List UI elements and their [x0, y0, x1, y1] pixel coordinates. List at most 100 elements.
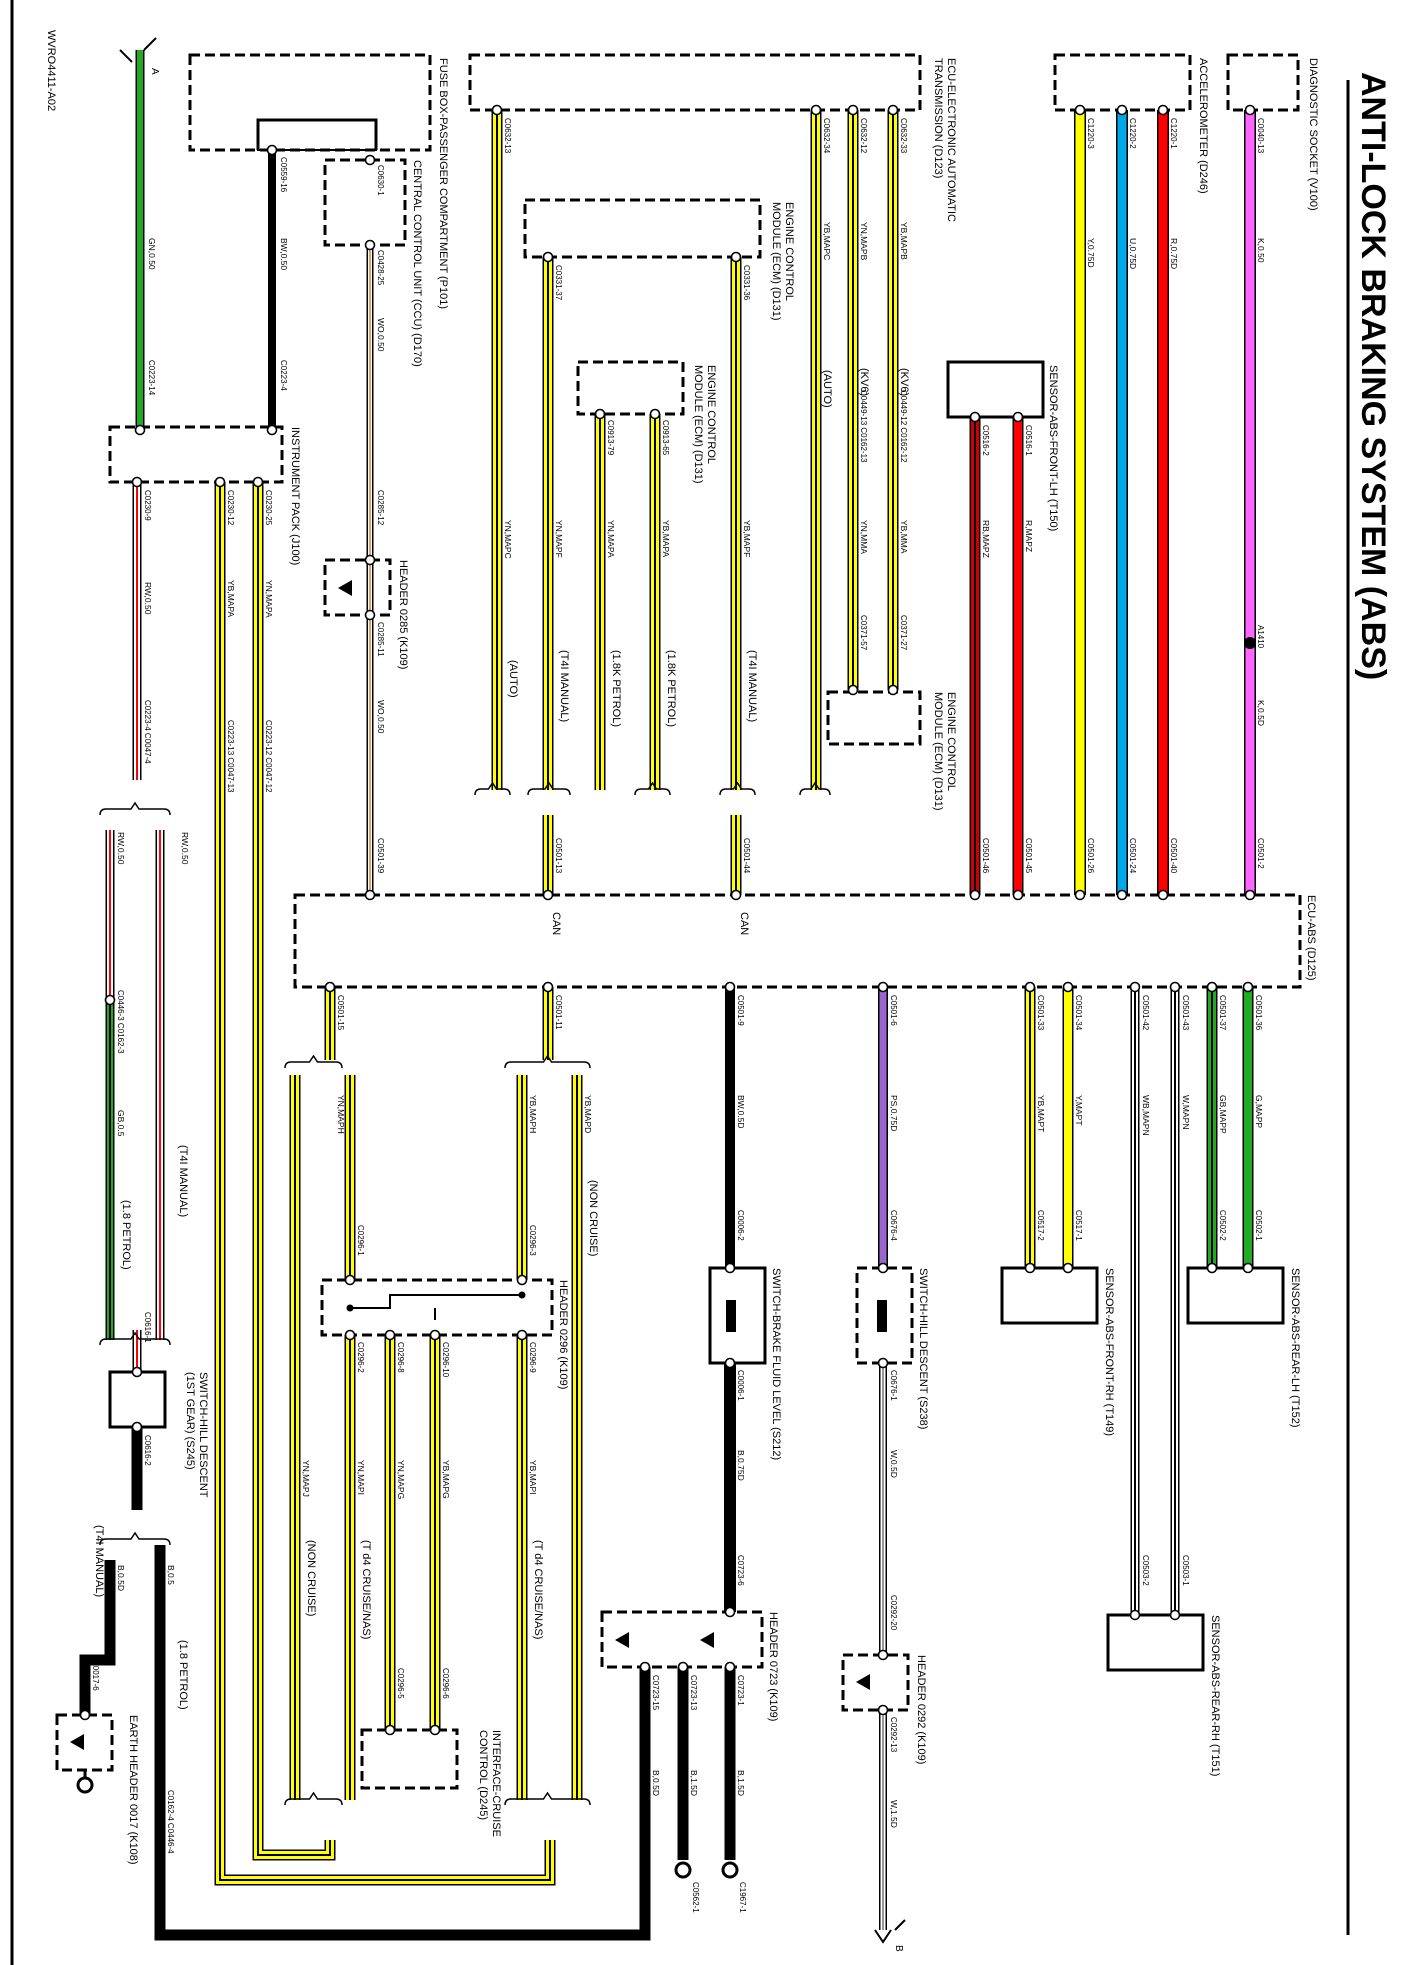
label-eat-line-1: ECU-ELECTRONIC AUTOMATIC [945, 58, 957, 222]
pin-c0503-2 [1129, 1609, 1141, 1621]
label-pin-c0630-1: C0630-1 [376, 165, 385, 196]
pin-c0501-43 [1169, 981, 1181, 993]
label-pin-c0296-1: C0296-1 [356, 1225, 365, 1256]
switch-brake-fluid-box [708, 1266, 767, 1365]
brace-12 [799, 781, 831, 796]
label-wire-k050a: K,0.50 [1256, 238, 1266, 263]
pin-c0296-5 [384, 1724, 396, 1736]
pin-c0501-33 [1024, 981, 1036, 993]
label-pin-c0501-42: C0501-42 [1141, 995, 1150, 1031]
pin-c0501-6 [877, 981, 889, 993]
label-wire-rmapz: R,MAPZ [1024, 520, 1034, 552]
label-note-auto2: (AUTO) [821, 370, 833, 408]
label-pin-c0632-33: C0632-33 [899, 118, 908, 154]
label-pin-c0371-27: C0371-27 [899, 615, 908, 651]
label-pin-c0331-36: C0331-36 [742, 265, 751, 301]
pin-c0913-65 [649, 408, 661, 420]
label-wire-b05: B,0.5 [166, 1565, 176, 1585]
pin-c0723-6 [724, 1606, 736, 1618]
pin-c0630-1 [364, 154, 376, 166]
pin-c1220-3 [1074, 104, 1086, 116]
label-wire-ymapt: Y,MAPT [1074, 1095, 1084, 1126]
label-ecu-abs: ECU-ABS (D125) [1305, 895, 1317, 981]
label-wire-ynmapa-a: YN,MAPA [606, 520, 616, 558]
earth-terminal-icon [76, 1776, 94, 1794]
pin-c0285-11 [364, 609, 376, 621]
label-pin-c0501-40: C0501-40 [1169, 838, 1178, 874]
pin-c1220-1 [1157, 104, 1169, 116]
label-pin-c0006-2: C0006-2 [736, 1210, 745, 1241]
label-note-t4manual-d: (T4I MANUAL) [93, 1525, 105, 1597]
label-pin-c0503-2: C0503-2 [1141, 1555, 1150, 1586]
pin-c0501-34 [1062, 981, 1074, 993]
label-wire-bw050: BW,0.50 [279, 238, 289, 270]
label-pin-c1967-1: C1967-1 [738, 1882, 747, 1913]
pin-c0676-1 [877, 1357, 889, 1369]
label-pin-c0632-34: C0632-34 [822, 118, 831, 154]
label-note-auto1: (AUTO) [507, 660, 519, 698]
label-earth-header: EARTH HEADER 0017 (K108) [127, 1715, 139, 1865]
label-wire-rw050c: RW,0.50 [180, 832, 190, 865]
brace-6 [99, 1331, 171, 1346]
label-pin-c0913-65: C0913-65 [661, 420, 670, 456]
label-pin-c0223-12-0047-12: C0223-12 C0047-12 [264, 720, 273, 793]
pin-c0371-57 [847, 684, 859, 696]
pin-c0501-13 [542, 889, 554, 901]
label-note-can2: CAN [738, 912, 750, 935]
label-pin-c0285-11: C0285-11 [376, 622, 385, 657]
label-note-petrol18k-b: (1.8K PETROL) [665, 650, 677, 727]
pin-c0230-25 [252, 476, 264, 488]
label-pin-c0723-15: C0723-15 [651, 1675, 660, 1711]
label-wire-ynmaph: YN,MAPH [336, 1095, 346, 1134]
label-sensor-rear-lh: SENSOR-ABS-REAR-LH (T152) [1289, 1268, 1301, 1428]
label-pin-c0428-25: C0428-25 [376, 250, 385, 286]
label-ecm1-line-1: ENGINE CONTROL [783, 202, 795, 301]
label-wire-b050d: B,0.5D [651, 1770, 661, 1796]
label-header0723: HEADER 0723 (K109) [767, 1612, 779, 1721]
pin-c0223-14 [134, 424, 146, 436]
label-pin-c0296-5: C0296-5 [396, 1668, 405, 1699]
label-sensor-front-lh: SENSOR-ABS-FRONT-LH (T150) [1047, 365, 1059, 531]
label-pin-c0017-6: C0017-6 [91, 1660, 100, 1691]
label-pin-c0501-15: C0501-15 [336, 995, 345, 1031]
sensor-front-lh-box [946, 360, 1045, 419]
label-pin-c0516-2: C0516-2 [981, 425, 990, 456]
pin-c0040-13 [1244, 104, 1256, 116]
label-switch-hill-descent: SWITCH-HILL DESCENT (S238) [917, 1268, 929, 1429]
splice-a1410 [1244, 637, 1256, 649]
pin-c0501-37 [1206, 981, 1218, 993]
label-wire-ynmapa-b: YN,MAPA [264, 580, 274, 618]
pin-c0501-9 [724, 981, 736, 993]
label-wire-b075: B,0.75D [736, 1450, 746, 1481]
pin-c0516-1 [1012, 411, 1024, 423]
label-wire-w050: W,0.5D [889, 1450, 899, 1478]
label-pin-c0676-1: C0676-1 [889, 1370, 898, 1401]
pin-c0296-1 [344, 1274, 356, 1286]
label-cruise-line-1: INTERFACE-CRUISE [490, 1730, 502, 1837]
pin-c0501-44 [730, 889, 742, 901]
pin-c0632-12 [847, 104, 859, 116]
label-wire-wo050a: WO,0.50 [376, 318, 386, 352]
label-pin-c0501-37: C0501-37 [1218, 995, 1227, 1031]
label-cruise-line-2: CONTROL (D245) [477, 1730, 489, 1820]
label-pin-c0449-12-c0162-12: C0449-12 C0162-12 [899, 390, 908, 463]
label-note-noncruise-b: (NON CRUISE) [587, 1180, 599, 1256]
pin-c0296-10 [429, 1329, 441, 1341]
label-ecm2-line-2: MODULE (ECM) (D131) [692, 365, 704, 484]
pin-c0296-2 [344, 1329, 356, 1341]
label-pin-c0285-12: C0285-12 [376, 490, 385, 526]
label-pin-c0501-33: C0501-33 [1036, 995, 1045, 1031]
label-note-kv6b: (KV6) [898, 368, 910, 396]
accelerometer-box [1053, 53, 1192, 112]
label-pin-c1220-1: C1220-1 [1169, 118, 1178, 149]
label-pin-c0516-1: C0516-1 [1024, 425, 1033, 456]
label-pin-c0559-16: C0559-16 [279, 157, 288, 193]
pin-c0616-2 [131, 1421, 143, 1433]
switch-brake-fluid-icon [726, 1300, 736, 1332]
label-note-petrol18k-a: (1.8K PETROL) [610, 650, 622, 727]
pin-c0616-1 [131, 1366, 143, 1378]
label-wire-ybmapi: YB,MAPI [528, 1460, 538, 1494]
label-pin-c0501-13: C0501-13 [554, 838, 563, 874]
brace-7 [99, 1531, 171, 1546]
